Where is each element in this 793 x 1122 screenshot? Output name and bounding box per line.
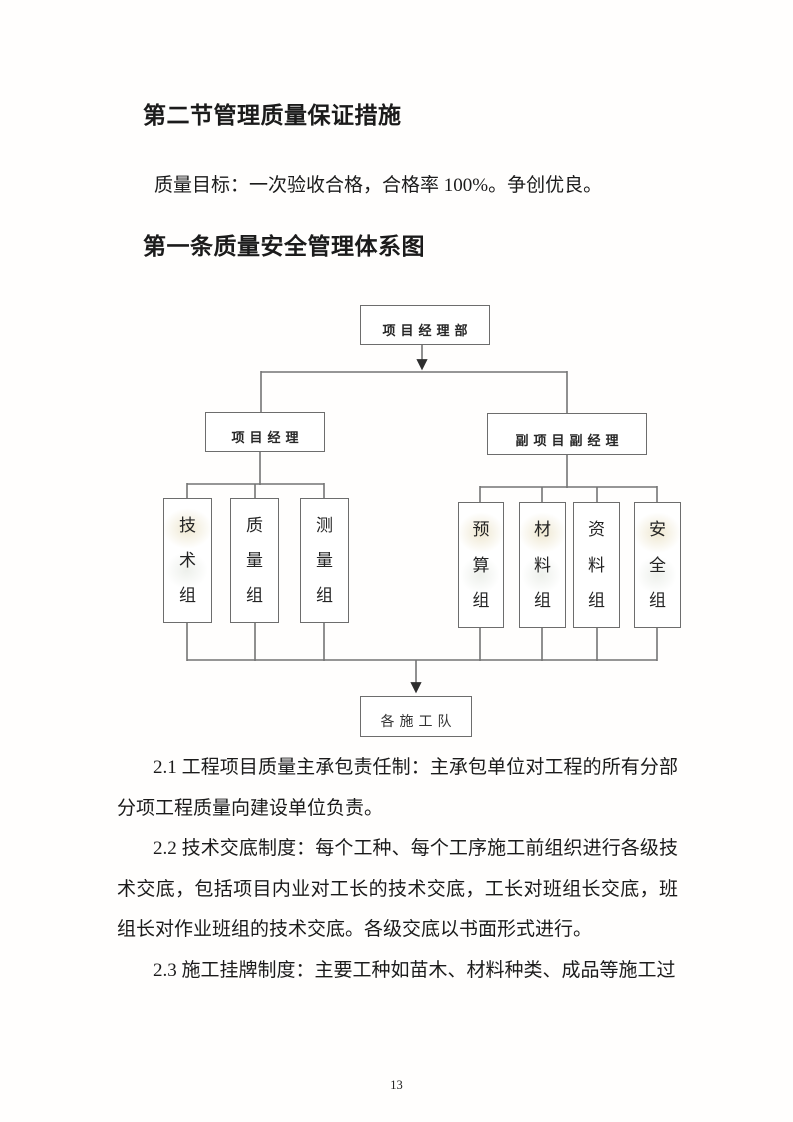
group-box-char: 量	[316, 551, 333, 570]
org-chart-connectors	[186, 345, 658, 694]
org-box-root-label: 项目经理部	[382, 323, 473, 338]
paragraph-line: 2.2 技术交底制度：每个工种、每个工序施工前组织进行各级技	[153, 838, 678, 859]
group-box-char: 算	[472, 555, 490, 575]
org-box-project-manager: 项目经理	[205, 412, 325, 452]
paragraph-line: 组长对作业班组的技术交底。各级交底以书面形式进行。	[117, 919, 593, 940]
group-box-char: 预	[472, 520, 490, 540]
budget-group-box: 预算组	[458, 502, 504, 628]
group-box-char: 组	[588, 590, 605, 610]
construction-teams-box: 各施工队	[360, 696, 472, 737]
paragraph-line: 2.3 施工挂牌制度：主要工种如苗木、材料种类、成品等施工过	[153, 959, 676, 981]
page-number: 13	[390, 1078, 403, 1092]
group-box-char: 组	[246, 586, 263, 605]
group-box-char: 技	[179, 516, 196, 535]
group-box-char: 资	[588, 520, 605, 540]
group-box-char: 测	[316, 516, 333, 535]
group-box-char: 材	[534, 520, 551, 540]
safety-group-box: 安全组	[634, 502, 681, 628]
group-box-char: 安	[649, 520, 666, 540]
group-box-char: 全	[649, 555, 666, 575]
group-box-char: 料	[534, 555, 551, 575]
paragraph-line: 术交底，包括项目内业对工长的技术交底，工长对班组长交底，班	[117, 878, 678, 900]
group-box-char: 术	[179, 551, 196, 570]
org-box-deputy-manager-label: 副项目副经理	[515, 433, 624, 448]
org-box-project-manager-label: 项目经理	[231, 430, 304, 445]
group-box-char: 组	[179, 586, 196, 605]
material-group-box: 材料组	[519, 502, 566, 628]
group-box-char: 量	[246, 551, 263, 570]
group-box-char: 质	[246, 516, 263, 535]
group-box-char: 组	[534, 590, 551, 610]
construction-teams-label: 各施工队	[380, 715, 457, 730]
paragraph-line: 分项工程质量向建设单位负责。	[117, 797, 384, 819]
survey-group-box: 测量组	[300, 498, 349, 623]
group-box-char: 组	[649, 590, 666, 610]
group-box-char: 料	[588, 555, 605, 575]
quality-goal-line: 质量目标：一次验收合格，合格率 100%。争创优良。	[154, 175, 603, 196]
technical-group-box: 技术组	[163, 498, 212, 623]
section-heading: 第二节管理质量保证措施	[143, 103, 402, 128]
group-box-char: 组	[472, 590, 490, 610]
archives-group-box: 资料组	[573, 502, 620, 628]
org-box-root: 项目经理部	[360, 305, 490, 345]
paragraphs: 2.1 工程项目质量主承包责任制：主承包单位对工程的所有分部分项工程质量向建设单…	[117, 748, 678, 991]
article-heading: 第一条质量安全管理体系图	[143, 234, 425, 259]
group-box-char: 组	[316, 586, 333, 605]
paragraph-line: 2.1 工程项目质量主承包责任制：主承包单位对工程的所有分部	[153, 757, 678, 778]
quality-group-box: 质量组	[230, 498, 279, 623]
org-box-deputy-manager: 副项目副经理	[487, 413, 647, 455]
